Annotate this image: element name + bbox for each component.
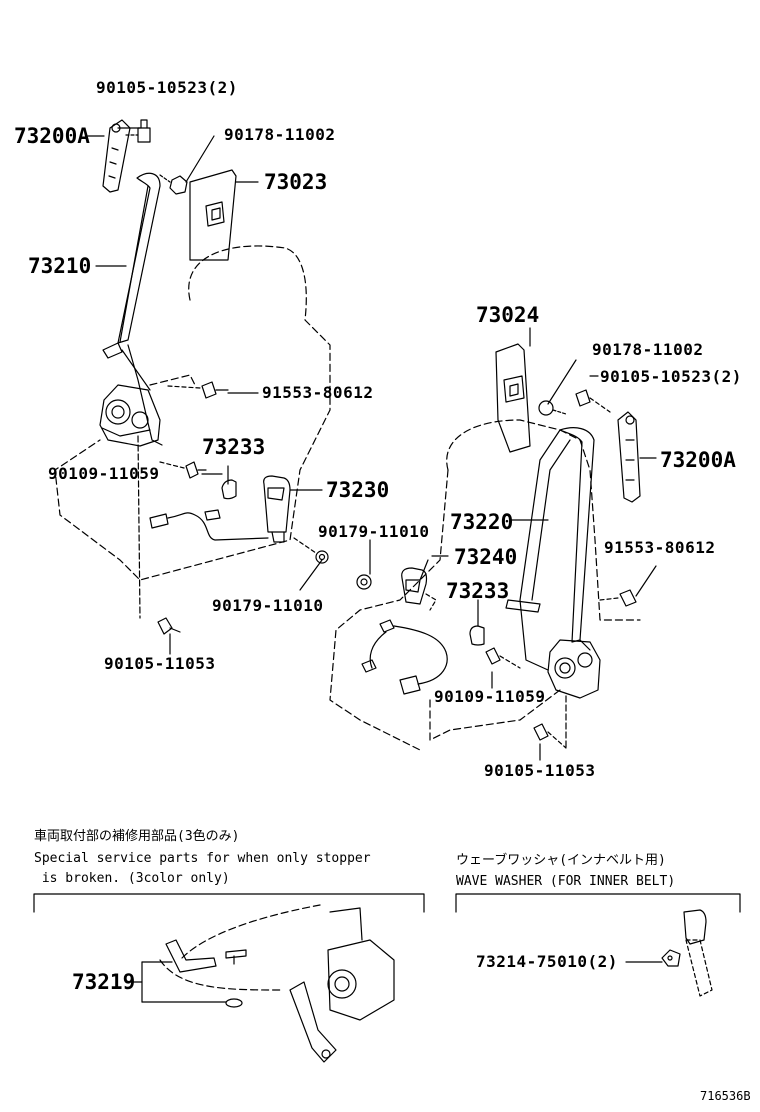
right-bracket-73220 — [505, 599, 541, 613]
label-73219: 73219 — [72, 970, 136, 994]
left-nut-90179 — [293, 537, 329, 564]
right-retractor — [547, 639, 601, 699]
label-91553-80612-right: 91553-80612 — [604, 538, 716, 557]
label-91553-80612-left: 91553-80612 — [262, 383, 374, 402]
right-seat-outline — [329, 419, 641, 751]
label-73210: 73210 — [28, 254, 92, 278]
left-buckle-73230 — [263, 475, 291, 543]
label-73023: 73023 — [264, 170, 328, 194]
wave-washer-panel — [455, 893, 741, 997]
right-buckle-73240 — [401, 567, 437, 611]
left-nut — [159, 174, 188, 195]
label-90105-10523-top: 90105-10523(2) — [96, 78, 238, 97]
label-90109-11059-left: 90109-11059 — [48, 464, 160, 483]
label-90178-11002-left: 90178-11002 — [224, 125, 336, 144]
left-cover-73233 — [221, 479, 237, 500]
label-90105-11053-right: 90105-11053 — [484, 761, 596, 780]
label-73233-left: 73233 — [202, 435, 266, 459]
label-73230: 73230 — [326, 478, 390, 502]
label-90179-11010-low: 90179-11010 — [212, 596, 324, 615]
left-bolt-top — [125, 119, 151, 143]
left-belt-webbing — [102, 172, 163, 446]
right-harness — [361, 619, 448, 695]
left-pillar-cover — [189, 169, 237, 261]
right-belt-webbing — [519, 427, 595, 671]
right-bolt-90105-11053 — [533, 695, 567, 749]
label-90109-11059-right: 90109-11059 — [434, 687, 546, 706]
service-parts-note-jp: 車両取付部の補修用部品(3色のみ) — [34, 829, 240, 844]
label-73240: 73240 — [454, 545, 518, 569]
wave-washer-note-en: WAVE WASHER (FOR INNER BELT) — [456, 874, 676, 889]
label-73214-75010: 73214-75010(2) — [476, 952, 618, 971]
label-90178-11002-right: 90178-11002 — [592, 340, 704, 359]
left-shoulder-anchor — [102, 119, 131, 193]
label-90179-11010-mid: 90179-11010 — [318, 522, 430, 541]
service-parts-panel — [33, 893, 425, 1063]
label-73200A-right: 73200A — [660, 448, 736, 472]
wave-washer-note-jp: ウェーブワッシャ(インナベルト用) — [456, 853, 666, 868]
left-harness — [149, 509, 269, 541]
label-73024: 73024 — [476, 303, 540, 327]
right-nut-90178 — [538, 400, 567, 416]
right-bolt-90109 — [485, 647, 521, 669]
right-bolt-91553 — [599, 589, 637, 607]
label-90105-11053-left: 90105-11053 — [104, 654, 216, 673]
leader-lines — [87, 127, 657, 761]
left-bolt-90109 — [159, 461, 207, 479]
right-anchor-73200A — [617, 411, 641, 503]
left-bolt-90105-11053 — [137, 435, 181, 635]
left-bolt-91553 — [167, 381, 229, 399]
right-pillar-cover — [495, 343, 531, 453]
label-73233-right: 73233 — [446, 579, 510, 603]
right-cover-73233 — [469, 625, 485, 646]
right-nut-90179 — [356, 574, 372, 590]
left-seat-outline — [54, 245, 331, 581]
service-parts-note-en-2: is broken. (3color only) — [34, 871, 230, 886]
label-73200A-left: 73200A — [14, 124, 90, 148]
left-retractor — [99, 384, 161, 447]
label-73220: 73220 — [450, 510, 514, 534]
service-parts-note-en-1: Special service parts for when only stop… — [34, 851, 371, 866]
right-bolt-90105 — [575, 389, 611, 413]
diagram-code: 716536B — [700, 1089, 751, 1103]
label-90105-10523-right: 90105-10523(2) — [600, 367, 742, 386]
